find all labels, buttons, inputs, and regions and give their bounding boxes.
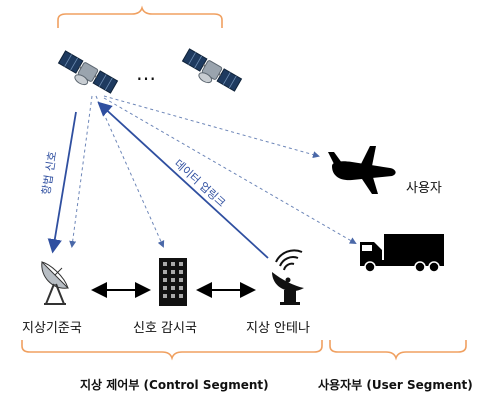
user-segment-title: 사용자부 (User Segment): [318, 378, 473, 392]
building-icon: [159, 258, 187, 306]
nav-signal-arrow: [47, 111, 77, 254]
satellite-icon: [181, 48, 243, 92]
dashed-arrow-to-truck: [103, 97, 357, 245]
satellite-dish-icon: [41, 260, 70, 305]
ground-station-label: 지상기준국: [22, 321, 82, 336]
control-segment-brace: [21, 340, 323, 361]
dashed-arrow-to-dish: [69, 95, 93, 248]
user-segment-brace: [329, 340, 467, 361]
control-segment-title: 지상 제어부 (Control Segment): [80, 378, 269, 392]
ellipsis: …: [136, 61, 156, 85]
truck-icon: [360, 234, 444, 273]
satellite-icon: [57, 50, 119, 94]
dashed-arrow-to-airplane: [103, 95, 320, 159]
dashed-arrow-to-monitor: [95, 95, 165, 248]
top-brace: [57, 5, 223, 28]
ground-antenna-label: 지상 안테나: [246, 321, 310, 336]
antenna-icon: [272, 249, 304, 305]
data-uplink-arrow: [97, 101, 269, 259]
airplane-icon: [328, 146, 396, 194]
signal-monitor-label: 신호 감시국: [133, 321, 197, 336]
user-label: 사용자: [406, 181, 442, 196]
